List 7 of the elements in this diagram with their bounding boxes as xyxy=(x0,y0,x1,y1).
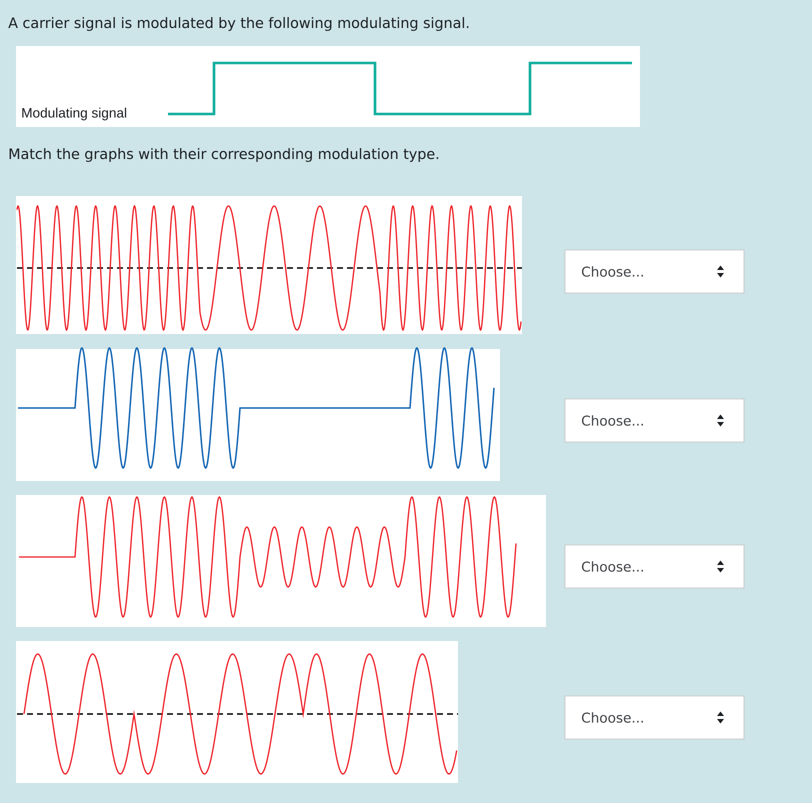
dropdown: Choose... xyxy=(564,398,744,442)
dropdown: Choose... xyxy=(564,250,744,294)
signal-label: Modulating signal xyxy=(22,108,126,120)
dropdown: Choose... xyxy=(564,696,744,740)
dropdown: Choose... xyxy=(564,544,744,588)
instruction-text: Match the graphs with their corresponding modulation type. xyxy=(10,148,438,162)
question-text: A carrier signal is modulated by the following modulating signal. xyxy=(8,17,468,31)
